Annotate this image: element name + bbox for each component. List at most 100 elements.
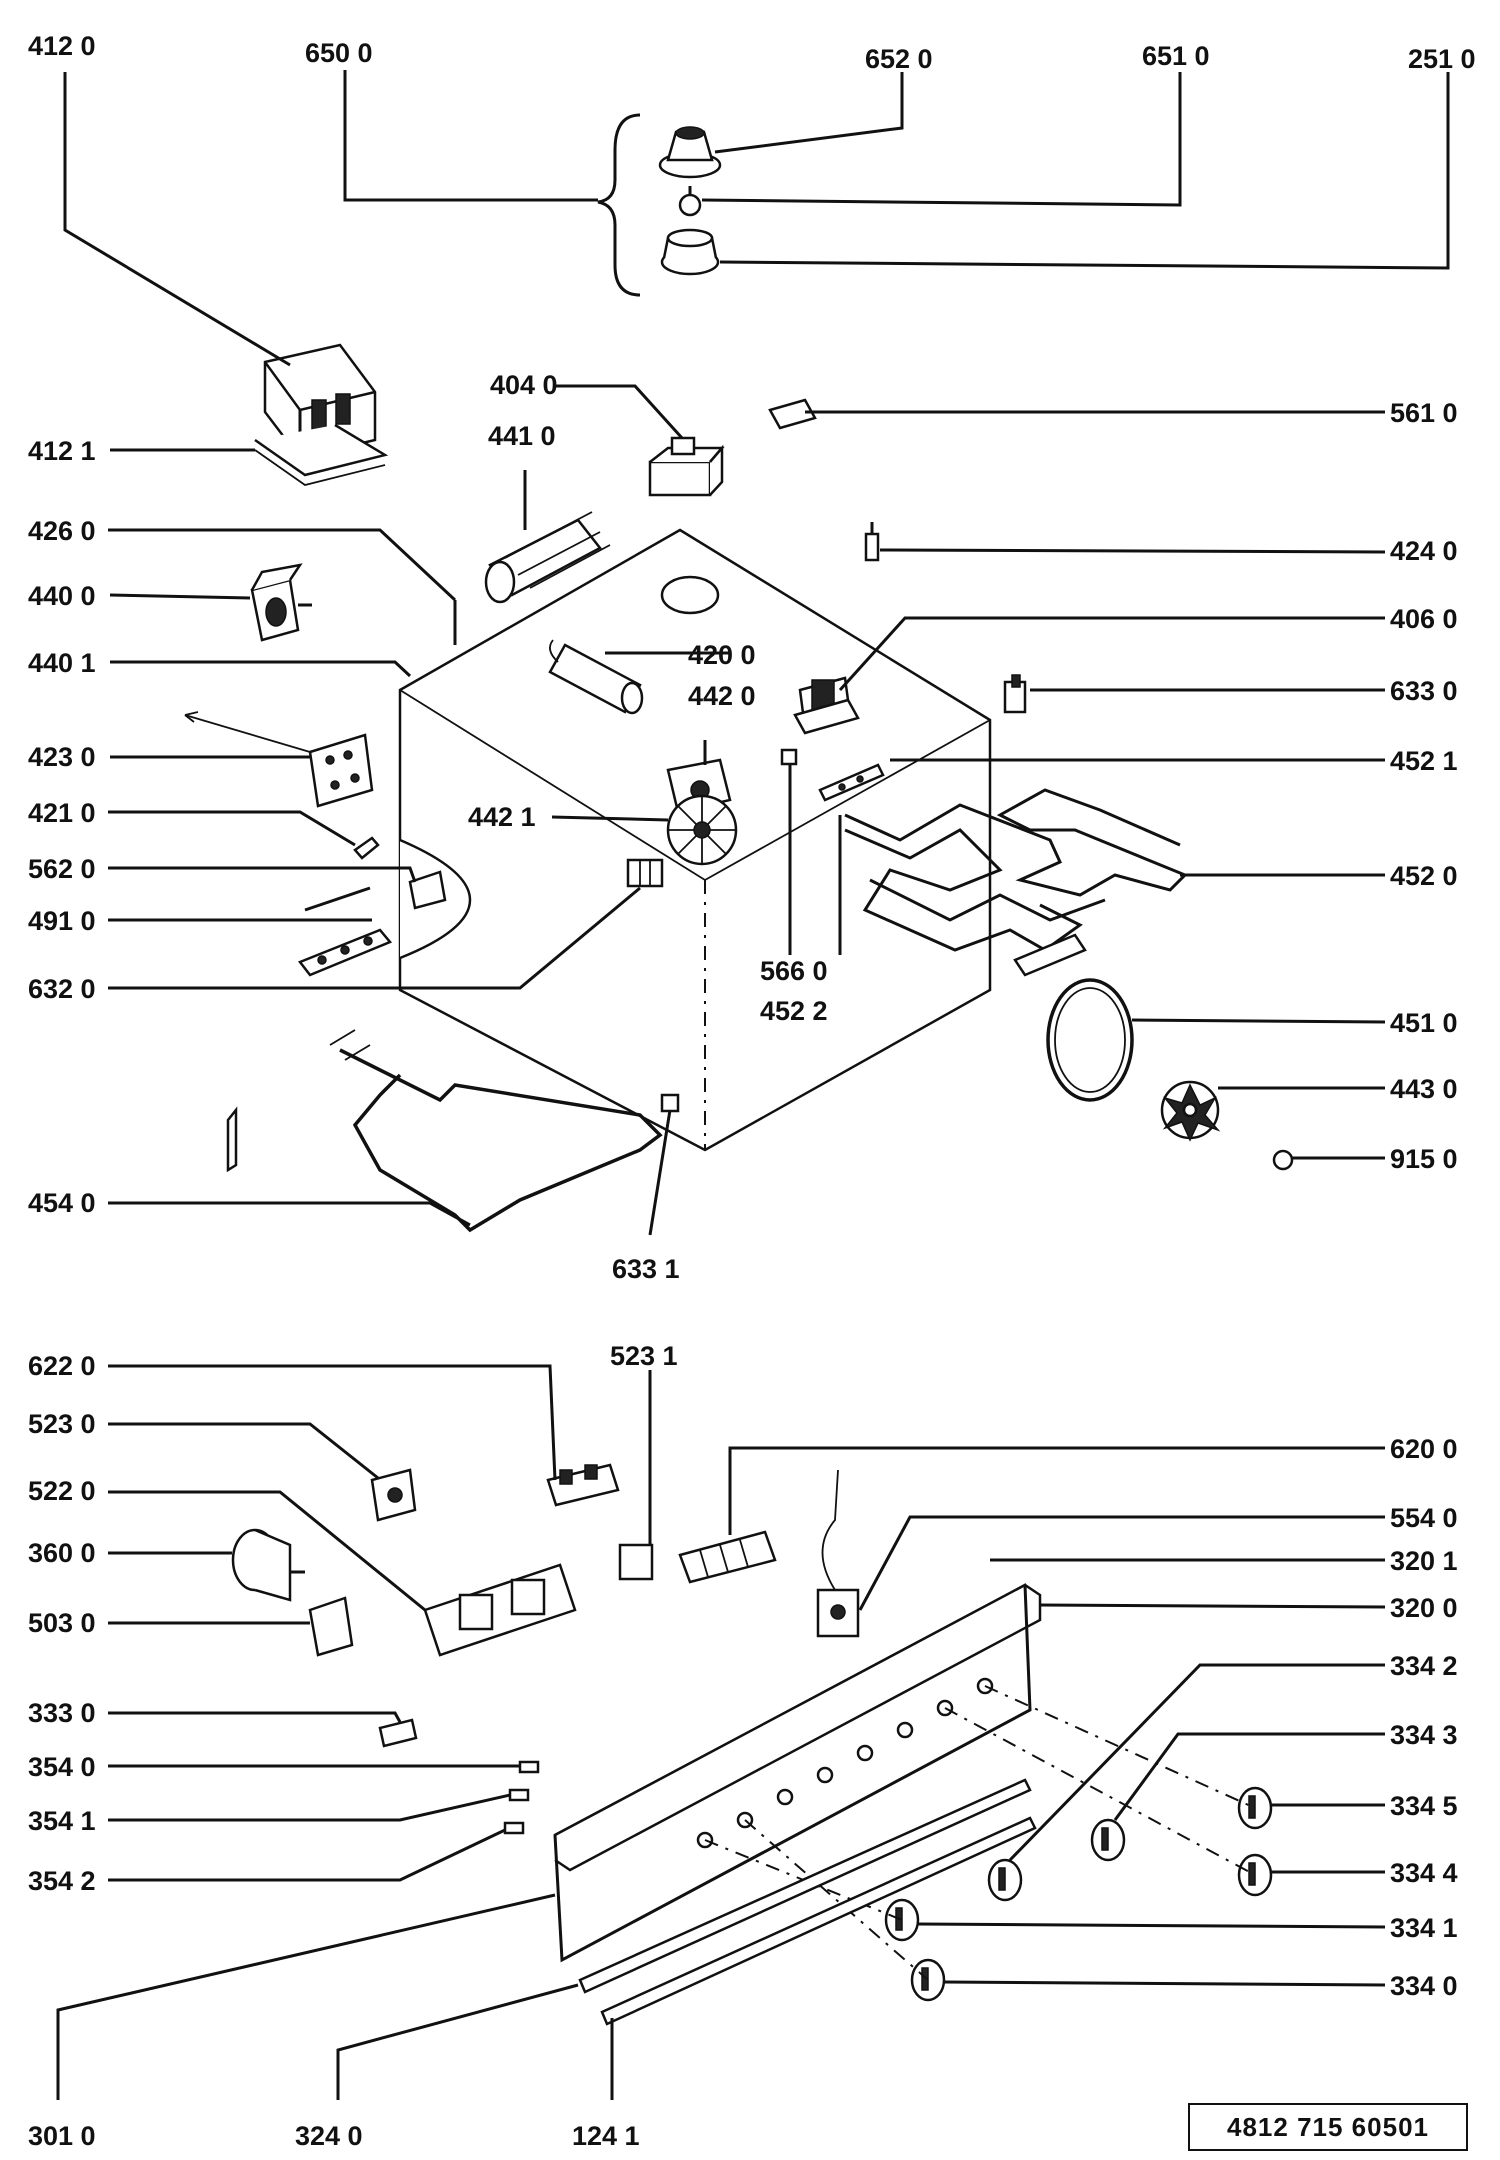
label-5030: 503 0 [28, 1608, 96, 1638]
cooling-fan-part [484, 470, 611, 604]
label-3343: 334 3 [1390, 1720, 1458, 1750]
document-number-box: 4812 715 60501 [1188, 2103, 1468, 2151]
label-6200: 620 0 [1390, 1434, 1458, 1464]
switch-622-part [108, 1364, 620, 1507]
knob-334-0 [910, 1958, 1386, 2002]
switch-box-part [555, 384, 725, 497]
label-6510: 651 0 [1142, 41, 1210, 71]
bracket-561-part [768, 398, 1385, 430]
tube-420-part [548, 639, 730, 715]
part-354-2 [108, 1821, 525, 1882]
selector-switch-522-part [108, 1490, 577, 1657]
leader-301-0 [56, 1893, 556, 2100]
label-5540: 554 0 [1390, 1503, 1458, 1533]
label-5610: 561 0 [1390, 398, 1458, 428]
control-panel-320-part [553, 1558, 1386, 1963]
bracket-452-1-part [818, 758, 1385, 802]
label-4230: 423 0 [28, 742, 96, 772]
label-4040: 404 0 [490, 370, 558, 400]
label-4060: 406 0 [1390, 604, 1458, 634]
label-3541: 354 1 [28, 1806, 96, 1836]
trim-strip-124-part [600, 1816, 1037, 2100]
bottom-element-454-part [108, 1029, 680, 1233]
label-3201: 320 1 [1390, 1546, 1458, 1576]
pin-426-part [108, 528, 457, 645]
label-4522: 452 2 [760, 996, 828, 1026]
label-3542: 354 2 [28, 1866, 96, 1896]
label-4210: 421 0 [28, 798, 96, 828]
clip-566-part [780, 748, 798, 955]
part-354-1 [108, 1788, 530, 1822]
trim-strip-324-part [336, 1778, 1032, 2100]
label-3341: 334 1 [1390, 1913, 1458, 1943]
label-3340: 334 0 [1390, 1971, 1458, 2001]
lamp-424-part [864, 522, 1386, 562]
label-5660: 566 0 [760, 956, 828, 986]
knob-334-4 [1237, 1853, 1385, 1897]
label-5620: 562 0 [28, 854, 96, 884]
part-632 [108, 858, 664, 990]
label-4121: 412 1 [28, 436, 96, 466]
switch-633-part [1003, 674, 1385, 714]
label-6500: 650 0 [305, 38, 373, 68]
relay-406-part [793, 616, 1385, 735]
terminal-block-620-part [678, 1446, 1385, 1584]
ring-element-451-part [1013, 933, 1386, 1102]
label-4430: 443 0 [1390, 1074, 1458, 1104]
knob-334-5 [1237, 1786, 1385, 1830]
label-5230: 523 0 [28, 1409, 96, 1439]
label-4540: 454 0 [28, 1188, 96, 1218]
label-3200: 320 0 [1390, 1593, 1458, 1623]
label-6520: 652 0 [865, 44, 933, 74]
knob-334-2 [987, 1663, 1385, 1902]
label-3010: 301 0 [28, 2121, 96, 2151]
terminal-491-part [108, 886, 393, 977]
knob-cap-part [658, 126, 722, 179]
label-4401: 440 1 [28, 648, 96, 678]
axis-334-0 [744, 1819, 929, 1981]
transformer-part [63, 72, 389, 486]
label-4420: 442 0 [688, 681, 756, 711]
switch-503-part [108, 1596, 354, 1657]
label-3345: 334 5 [1390, 1791, 1458, 1821]
panel-knob-holes [696, 1677, 994, 1849]
label-4240: 424 0 [1390, 536, 1458, 566]
label-2510: 251 0 [1408, 44, 1476, 74]
part-562 [108, 866, 447, 910]
leader-633-1 [648, 1109, 672, 1236]
fan-blade-443-part [1160, 1080, 1385, 1142]
label-4510: 451 0 [1390, 1008, 1458, 1038]
knob-334-1 [884, 1898, 1386, 1942]
switch-523-1-part [618, 1370, 654, 1581]
label-9150: 915 0 [1390, 1144, 1458, 1174]
label-4520: 452 0 [1390, 861, 1458, 891]
label-6220: 622 0 [28, 1351, 96, 1381]
board-423-part [110, 711, 374, 808]
motor-360-part [108, 1528, 305, 1602]
knob-334-3 [1090, 1732, 1385, 1862]
fan-blade-442-1-part [551, 794, 738, 866]
axis-334-4 [944, 1707, 1256, 1876]
label-6320: 632 0 [28, 974, 96, 1004]
knob-assembly-group [343, 70, 1450, 297]
label-4200: 420 0 [688, 640, 756, 670]
label-4521: 452 1 [1390, 746, 1458, 776]
label-4120: 412 0 [28, 31, 96, 61]
nut-915-part [1272, 1149, 1385, 1171]
switch-523-part [108, 1422, 417, 1522]
label-5231: 523 1 [610, 1341, 678, 1371]
knob-ring-part [660, 228, 720, 276]
label-4421: 442 1 [468, 802, 536, 832]
thermostat-554-part [816, 1469, 1385, 1638]
bracket-left-part [226, 1106, 238, 1173]
label-3330: 333 0 [28, 1698, 96, 1728]
label-3240: 324 0 [295, 2121, 363, 2151]
part-421 [108, 810, 380, 860]
label-4400: 440 0 [28, 581, 96, 611]
label-6331: 633 1 [612, 1254, 680, 1284]
part-333 [108, 1711, 418, 1748]
label-1241: 124 1 [572, 2121, 640, 2151]
part-354-0 [108, 1760, 540, 1774]
knob-spindle-part [678, 186, 702, 217]
